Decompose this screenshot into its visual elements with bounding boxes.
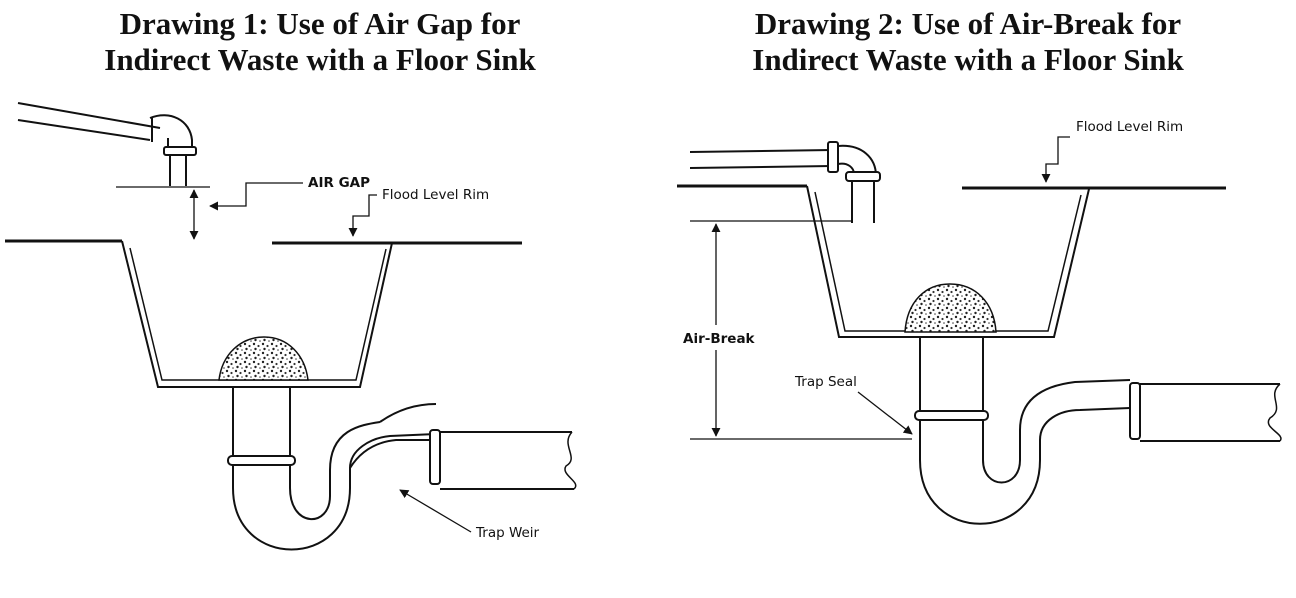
drawing-2 [677,136,1282,525]
drawing-2-inlet-pipe [689,141,881,223]
drawing-1-dome-strainer [218,336,309,381]
drawing-1-trap-weir-label: Trap Weir [475,525,540,541]
drawing-2-air-break-dimension [690,220,912,440]
drawing-1-floor [5,239,522,245]
drawing-1-title: Drawing 1: Use of Air Gap for Indirect W… [0,6,640,78]
drawing-2-air-break-label: Air-Break [683,331,756,347]
drawing-1-air-gap-label: AIR GAP [308,175,370,191]
drawing-1-title-line-2: Indirect Waste with a Floor Sink [104,42,536,77]
drawing-2-floor [677,184,1226,190]
drawing-1-p-trap [227,387,577,551]
drawing-2-flood-level-rim-label: Flood Level Rim [1076,119,1183,135]
drawing-2-p-trap [914,337,1282,525]
drawing-2-dome-strainer [904,283,997,333]
drawing-1-leaders [209,182,472,533]
drawing-2-title-line-2: Indirect Waste with a Floor Sink [752,42,1184,77]
drawing-2-air-break-label-bg [680,329,754,349]
drawing-2-trap-seal-label: Trap Seal [794,374,857,390]
drawing-2-leaders [857,136,1070,435]
drawing-1-flood-level-rim-label: Flood Level Rim [382,187,489,203]
drawing-1 [5,102,577,551]
drawing-1-air-gap-dimension [116,186,210,240]
drawing-1-inlet-pipe [17,102,197,186]
drawing-2-title: Drawing 2: Use of Air-Break for Indirect… [648,6,1288,78]
drawing-2-title-line-1: Drawing 2: Use of Air-Break for [754,6,1182,41]
drawing-1-title-line-1: Drawing 1: Use of Air Gap for [119,6,521,41]
